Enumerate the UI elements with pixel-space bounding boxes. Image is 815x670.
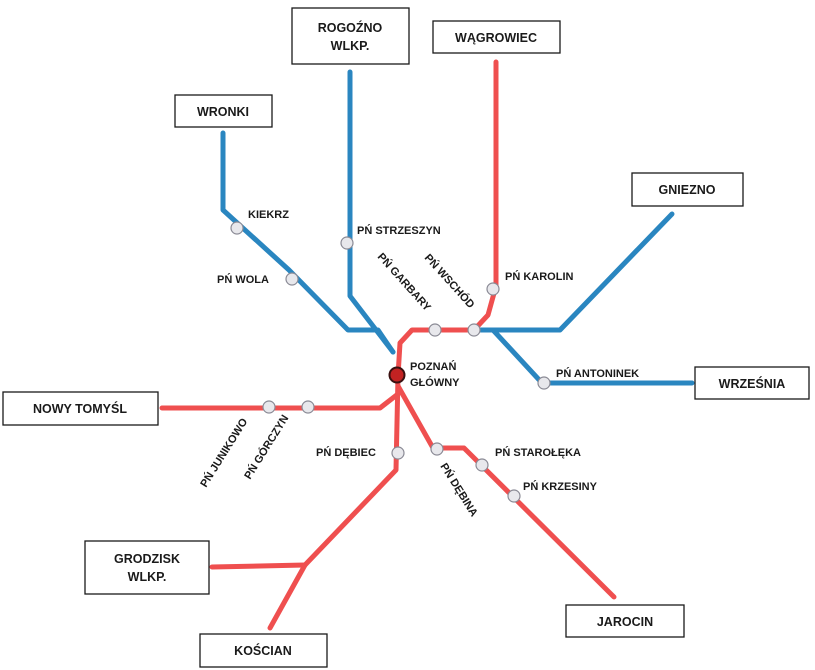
terminal-koscian-label: KOŚCIAN — [234, 643, 292, 658]
terminal-grodzisk: GRODZISK WLKP. — [84, 540, 210, 595]
terminal-rogozno-line1: ROGOŹNO — [318, 20, 383, 35]
terminal-wronki-label: WRONKI — [197, 105, 249, 119]
station-antoninek-dot — [537, 376, 551, 390]
terminal-wronki: WRONKI — [174, 94, 273, 128]
terminal-jarocin-label: JAROCIN — [597, 615, 653, 629]
blue-lines — [220, 69, 695, 386]
terminal-jarocin: JAROCIN — [565, 604, 685, 638]
terminal-wrzesnia-label: WRZEŚNIA — [719, 376, 786, 391]
line-grodzisk — [209, 562, 308, 570]
station-stops — [230, 221, 551, 503]
terminal-rogozno: ROGOŹNO WLKP. — [291, 7, 410, 65]
station-glowny-label-2: GŁÓWNY — [410, 376, 460, 389]
terminal-gniezno-label: GNIEZNO — [659, 183, 716, 197]
station-labels: KIEKRZ PŃ WOLA PŃ STRZESZYN PŃ KAROLIN P… — [198, 209, 640, 519]
terminal-wagrowiec-label: WĄGROWIEC — [455, 31, 537, 45]
line-rogozno — [347, 69, 396, 355]
line-koscian — [267, 373, 401, 631]
station-junikowo-label: PŃ JUNIKOWO — [198, 415, 251, 489]
station-wola-label: PŃ WOLA — [217, 273, 269, 286]
station-debina-label: PŃ DĘBINA — [437, 461, 480, 519]
station-strzeszyn-dot — [340, 236, 354, 250]
station-wola-dot — [285, 272, 299, 286]
terminal-rogozno-line2: WLKP. — [331, 39, 370, 53]
station-glowny-dot — [388, 366, 406, 384]
station-antoninek-label: PŃ ANTONINEK — [556, 367, 639, 380]
station-glowny-label-1: POZNAŃ — [410, 360, 457, 373]
station-karolin-dot — [486, 282, 500, 296]
terminal-grodzisk-line2: WLKP. — [128, 570, 167, 584]
terminal-nowy-tomysl-label: NOWY TOMYŚL — [33, 401, 127, 416]
terminal-koscian: KOŚCIAN — [199, 633, 328, 668]
station-strzeszyn-label: PŃ STRZESZYN — [357, 224, 441, 237]
station-junikowo-dot — [262, 400, 276, 414]
terminal-nowy-tomysl: NOWY TOMYŚL — [2, 391, 159, 426]
station-garbary-dot — [428, 323, 442, 337]
station-debina-dot — [430, 442, 444, 456]
station-debiec-label: PŃ DĘBIEC — [316, 446, 376, 459]
terminal-gniezno: GNIEZNO — [631, 172, 744, 207]
line-gniezno — [471, 211, 675, 333]
station-debiec-dot — [391, 446, 405, 460]
line-jarocin — [395, 383, 617, 600]
station-gorczyn-dot — [301, 400, 315, 414]
terminal-wagrowiec: WĄGROWIEC — [432, 20, 561, 54]
terminal-grodzisk-line1: GRODZISK — [114, 552, 180, 566]
station-starolecka-label: PŃ STAROŁĘKA — [495, 446, 581, 459]
station-karolin-label: PŃ KAROLIN — [505, 270, 574, 283]
station-wschod-dot — [467, 323, 481, 337]
station-kiekrz-dot — [230, 221, 244, 235]
station-kiekrz-label: KIEKRZ — [248, 209, 289, 221]
line-nowy-tomysl — [159, 391, 401, 411]
station-krzesiny-label: PŃ KRZESINY — [523, 480, 598, 493]
station-krzesiny-dot — [507, 489, 521, 503]
terminal-wrzesnia: WRZEŚNIA — [694, 366, 810, 400]
station-starolecka-dot — [475, 458, 489, 472]
terminals: ROGOŹNO WLKP. WĄGROWIEC WRONKI GNIEZNO W… — [2, 7, 810, 668]
